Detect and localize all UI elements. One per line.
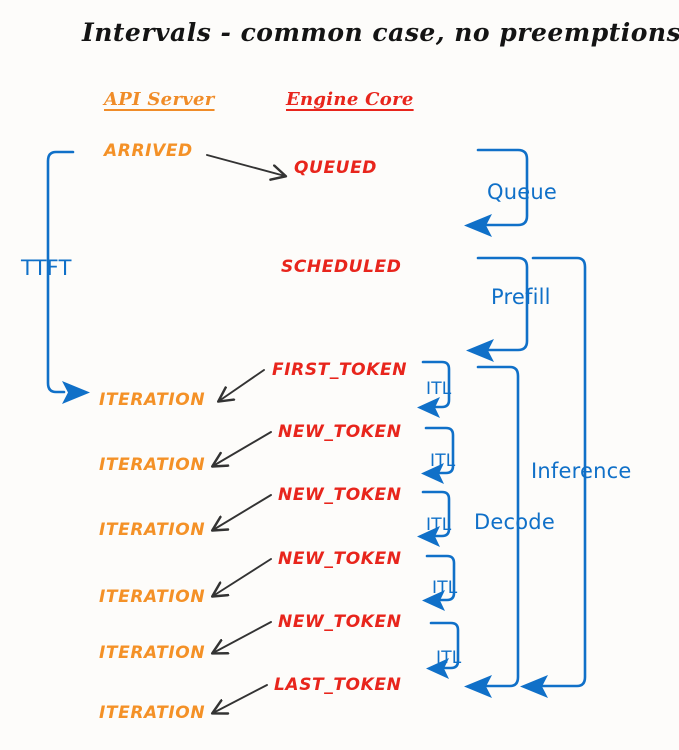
state-queued: QUEUED — [294, 158, 377, 178]
arrowhead-decode — [464, 675, 492, 698]
state-new-token-4: NEW_TOKEN — [278, 612, 402, 632]
state-iteration-3: ITERATION — [99, 520, 206, 540]
column-header-engine-core: Engine Core — [286, 89, 414, 110]
arrowhead-ttft — [62, 381, 90, 404]
state-iteration-4: ITERATION — [99, 587, 206, 607]
state-first-token: FIRST_TOKEN — [272, 360, 408, 380]
interval-label-ttft: TTFT — [21, 256, 72, 280]
arrowhead-itl-1 — [417, 397, 440, 418]
arrow-new-token-to-iteration-4 — [213, 621, 272, 653]
arrow-first-token-to-iteration — [219, 369, 265, 401]
state-arrived: ARRIVED — [104, 141, 193, 161]
column-header-api-server: API Server — [104, 89, 215, 110]
state-new-token-2: NEW_TOKEN — [278, 485, 402, 505]
state-iteration-5: ITERATION — [99, 643, 206, 663]
arrow-arrived-to-queued — [206, 154, 285, 176]
interval-label-itl-1: ITL — [426, 379, 452, 399]
interval-label-prefill: Prefill — [491, 285, 551, 309]
interval-label-itl-2: ITL — [430, 451, 456, 471]
arrowhead-prefill — [466, 339, 494, 362]
arrowhead-inference — [520, 675, 548, 698]
page-title: Intervals - common case, no preemptions — [82, 18, 679, 47]
state-scheduled: SCHEDULED — [281, 257, 402, 277]
interval-label-itl-4: ITL — [432, 578, 458, 598]
state-iteration-1: ITERATION — [99, 390, 206, 410]
interval-label-itl-3: ITL — [426, 515, 452, 535]
state-last-token: LAST_TOKEN — [274, 675, 402, 695]
interval-label-itl-5: ITL — [436, 648, 462, 668]
interval-label-decode: Decode — [474, 510, 555, 534]
state-iteration-6: ITERATION — [99, 703, 206, 723]
state-new-token-1: NEW_TOKEN — [278, 422, 402, 442]
arrow-new-token-to-iteration-2 — [213, 494, 272, 530]
arrow-last-token-to-iteration — [213, 684, 268, 713]
transition-arrows — [206, 154, 285, 713]
interval-label-queue: Queue — [487, 180, 557, 204]
state-new-token-3: NEW_TOKEN — [278, 549, 402, 569]
interval-label-inference: Inference — [531, 459, 632, 483]
arrowhead-queue — [464, 214, 492, 237]
arrow-new-token-to-iteration-3 — [213, 558, 272, 596]
state-iteration-2: ITERATION — [99, 455, 206, 475]
arrow-new-token-to-iteration-1 — [213, 431, 272, 466]
